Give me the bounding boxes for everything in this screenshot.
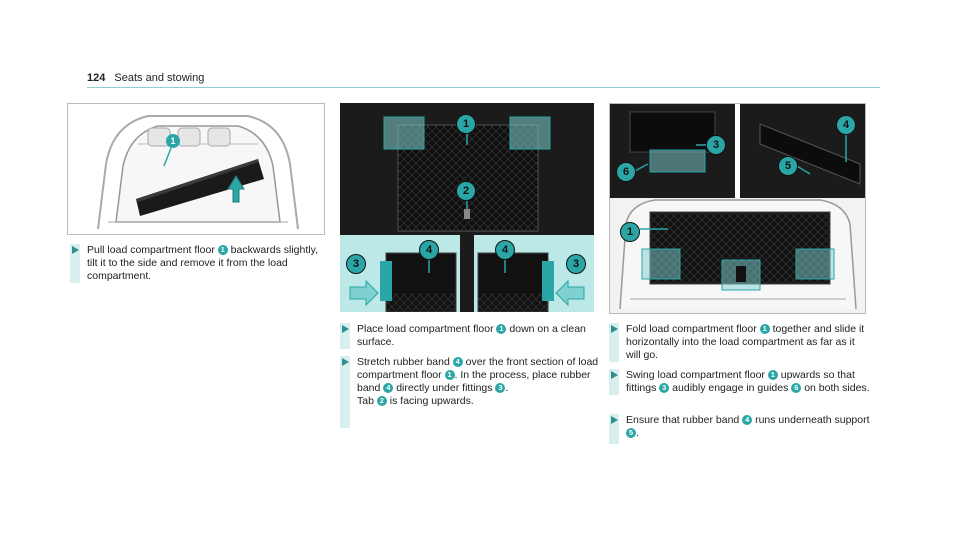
insert-floor-illustration xyxy=(610,104,865,310)
instruction-step: Stretch rubber band 4 over the front sec… xyxy=(340,356,602,428)
step-text: Ensure that rubber band 4 runs underneat… xyxy=(626,414,871,440)
text: Place load compartment floor xyxy=(357,323,497,335)
callout-3: 3 xyxy=(706,135,726,155)
callout-badge: 4 xyxy=(742,415,753,425)
callout-badge: 5 xyxy=(626,428,636,438)
callout-4-right: 4 xyxy=(495,240,515,260)
callout-badge: 1 xyxy=(767,370,778,380)
callout-1: 1 xyxy=(166,134,180,148)
step-text: Stretch rubber band 4 over the front sec… xyxy=(357,356,602,408)
text: runs underneath support xyxy=(752,414,870,426)
step-text: Pull load compartment floor 1 backwards … xyxy=(87,244,325,283)
step-bar xyxy=(340,323,350,349)
callout-badge: 3 xyxy=(495,383,506,393)
instruction-step: Fold load compartment floor 1 together a… xyxy=(609,323,871,362)
callout-badge: 3 xyxy=(659,383,670,393)
step-text: Fold load compartment floor 1 together a… xyxy=(626,323,871,362)
text: Tab xyxy=(357,395,377,407)
callout-4-left: 4 xyxy=(419,240,439,260)
step-arrow-icon xyxy=(72,246,79,254)
callout-badge: 2 xyxy=(376,396,387,406)
instruction-step: Place load compartment floor 1 down on a… xyxy=(340,323,602,349)
instruction-step: Pull load compartment floor 1 backwards … xyxy=(70,244,325,283)
text: audibly engage in guides xyxy=(669,382,792,394)
step-text: Place load compartment floor 1 down on a… xyxy=(357,323,602,349)
text: down on a clean surface. xyxy=(357,323,586,348)
callout-badge: 1 xyxy=(496,324,507,334)
callout-6: 6 xyxy=(616,162,636,182)
header-divider xyxy=(87,87,880,88)
text: is facing upwards. xyxy=(386,395,474,407)
callout-1: 1 xyxy=(456,114,476,134)
callout-2: 2 xyxy=(456,181,476,201)
step-arrow-icon xyxy=(611,325,618,333)
text: Swing load compartment floor xyxy=(626,369,768,381)
step-arrow-icon xyxy=(342,358,349,366)
instruction-step: Swing load compartment floor 1 upwards s… xyxy=(609,369,871,395)
callout-5: 5 xyxy=(778,156,798,176)
text: on both sides. xyxy=(801,382,870,394)
step-bar xyxy=(609,414,619,444)
text: . xyxy=(505,382,509,394)
step-bar xyxy=(609,323,619,362)
text: . In the process, place rubber band xyxy=(357,369,591,394)
text: Ensure that rubber band xyxy=(626,414,743,426)
section-title: Seats and stowing xyxy=(114,72,205,84)
step-arrow-icon xyxy=(611,371,618,379)
callout-badge: 6 xyxy=(791,383,802,393)
text: . xyxy=(636,427,639,439)
callout-3-right: 3 xyxy=(566,254,586,274)
callout-badge: 1 xyxy=(217,245,228,255)
instruction-step: Ensure that rubber band 4 runs underneat… xyxy=(609,414,871,444)
step-bar xyxy=(609,369,619,395)
text: upwards so that fittings xyxy=(626,369,855,394)
page-number: 124 xyxy=(87,72,106,84)
text: Fold load compartment floor xyxy=(626,323,760,335)
car-rear-illustration xyxy=(97,115,299,230)
step-bar xyxy=(340,356,350,428)
text: directly under fittings xyxy=(393,382,496,394)
callout-badge: 4 xyxy=(383,383,394,393)
step-arrow-icon xyxy=(611,416,618,424)
callout-1: 1 xyxy=(620,222,640,242)
callout-badge: 1 xyxy=(759,324,770,334)
callout-badge: 1 xyxy=(444,370,455,380)
callout-3-left: 3 xyxy=(346,254,366,274)
text: over the front section of load compartme… xyxy=(357,356,599,381)
floor-panel-illustration xyxy=(340,103,594,312)
callout-4: 4 xyxy=(836,115,856,135)
figure-place-floor: 1 2 3 4 4 3 xyxy=(340,103,594,312)
step-arrow-icon xyxy=(342,325,349,333)
step-bar xyxy=(70,244,80,283)
callout-badge: 4 xyxy=(452,357,463,367)
text: Pull load compartment floor xyxy=(87,244,218,256)
figure-insert-floor: 4 3 6 5 1 xyxy=(609,103,866,314)
text: backwards slightly, tilt it to the side … xyxy=(87,244,318,282)
page-header: 124 Seats and stowing xyxy=(87,72,204,84)
step-text: Swing load compartment floor 1 upwards s… xyxy=(626,369,871,395)
text: Stretch rubber band xyxy=(357,356,453,368)
text: together and slide it horizontally into … xyxy=(626,323,865,361)
figure-remove-floor: 1 xyxy=(67,103,325,235)
